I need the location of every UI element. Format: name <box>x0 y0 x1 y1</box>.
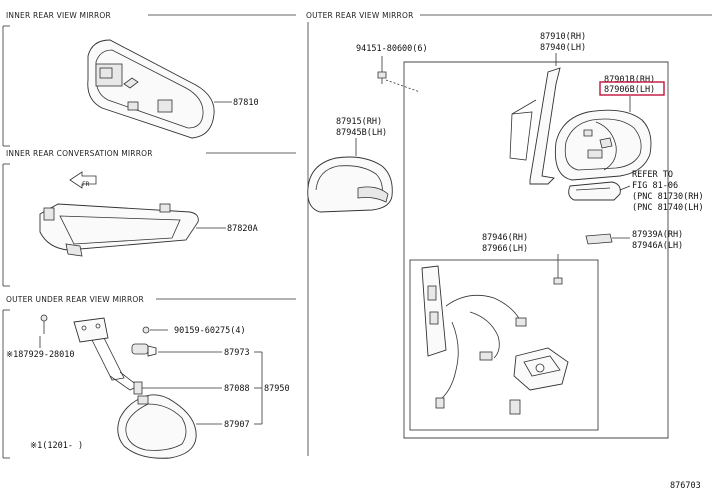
label-87910[interactable]: 87910(RH) <box>540 32 586 42</box>
label-87820A[interactable]: 87820A <box>227 224 258 234</box>
figure-code: 876703 <box>670 481 701 491</box>
actuator-frame-part[interactable] <box>421 265 447 357</box>
label-87088[interactable]: 87088 <box>224 384 250 394</box>
refer-fig-text[interactable]: FIG 81-06 <box>632 181 678 191</box>
label-90159-60275[interactable]: 90159-60275(4) <box>174 326 246 336</box>
label-87946[interactable]: 87946(RH) <box>482 233 528 243</box>
label-87966[interactable]: 87966(LH) <box>482 244 528 254</box>
clip-connector-part[interactable] <box>509 399 521 415</box>
label-94151-80600[interactable]: 94151-80600(6) <box>356 44 428 54</box>
mounting-bracket-part[interactable] <box>73 317 139 391</box>
section-title-outer-rear-view-mirror: OUTER REAR VIEW MIRROR <box>306 11 414 20</box>
front-arrow-icon: FR <box>69 171 97 189</box>
svg-text:FR: FR <box>82 181 90 188</box>
label-87915[interactable]: 87915(RH) <box>336 117 382 127</box>
inner-rear-view-mirror-part[interactable] <box>87 39 215 139</box>
highlight-box <box>599 81 665 96</box>
footnote-text: ※1(1201- ) <box>30 441 83 451</box>
refer-pnc-lh-text: (PNC 81740(LH) <box>632 203 704 213</box>
label-87945B[interactable]: 87945B(LH) <box>336 128 387 138</box>
label-87946A[interactable]: 87946A(LH) <box>632 241 683 251</box>
retaining-screw-part[interactable] <box>553 277 563 285</box>
label-87950[interactable]: 87950 <box>264 384 290 394</box>
bolt-part[interactable] <box>142 326 168 334</box>
label-87901B[interactable]: 87901B(RH) <box>604 75 655 85</box>
outer-mirror-assembly-box <box>403 61 669 439</box>
label-87973[interactable]: 87973 <box>224 348 250 358</box>
wire-harness-part[interactable] <box>435 294 527 409</box>
section-title-inner-rear-view-mirror: INNER REAR VIEW MIRROR <box>6 11 111 20</box>
label-87906B[interactable]: 87906B(LH) <box>604 85 655 95</box>
actuator-assembly-box <box>409 259 599 431</box>
power-fold-motor-part[interactable] <box>513 347 569 391</box>
outer-mirror-body-part[interactable] <box>554 109 652 181</box>
small-connector-part[interactable] <box>585 233 613 245</box>
screw-part[interactable] <box>377 71 387 84</box>
label-87929-28010[interactable]: ※187929-28010 <box>6 350 75 360</box>
inner-rear-conversation-mirror-part[interactable] <box>39 203 199 257</box>
refer-pnc-rh-text: (PNC 81730(RH) <box>632 192 704 202</box>
mirror-cover-part[interactable] <box>307 156 393 213</box>
turn-signal-lamp-part[interactable] <box>568 181 621 201</box>
clip-part[interactable] <box>40 314 48 334</box>
refer-to-text: REFER TO <box>632 170 673 180</box>
section-title-inner-rear-conversation-mirror: INNER REAR CONVERSATION MIRROR <box>6 149 153 158</box>
section-title-outer-under-rear-view-mirror: OUTER UNDER REAR VIEW MIRROR <box>6 295 144 304</box>
outer-mirror-base-part[interactable] <box>509 67 561 185</box>
under-mirror-lens-part[interactable] <box>117 394 197 459</box>
label-87907[interactable]: 87907 <box>224 420 250 430</box>
label-87810[interactable]: 87810 <box>233 98 259 108</box>
label-87939A[interactable]: 87939A(RH) <box>632 230 683 240</box>
cover-cap-part[interactable] <box>131 343 157 357</box>
label-87940[interactable]: 87940(LH) <box>540 43 586 53</box>
stay-part[interactable] <box>133 381 143 395</box>
